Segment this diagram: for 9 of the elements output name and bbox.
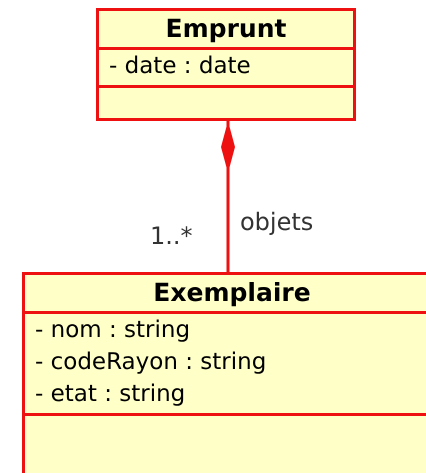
composition-line [221,121,235,272]
class-name: Exemplaire [153,277,311,309]
class-box [22,272,426,473]
class-name: Emprunt [166,13,286,45]
attribute-text: - codeRayon : string [34,348,266,377]
attribute-text: - etat : string [34,380,186,409]
class-box [96,8,356,121]
attribute-text: - nom : string [34,316,190,345]
attribute-text: - date : date [108,52,251,81]
